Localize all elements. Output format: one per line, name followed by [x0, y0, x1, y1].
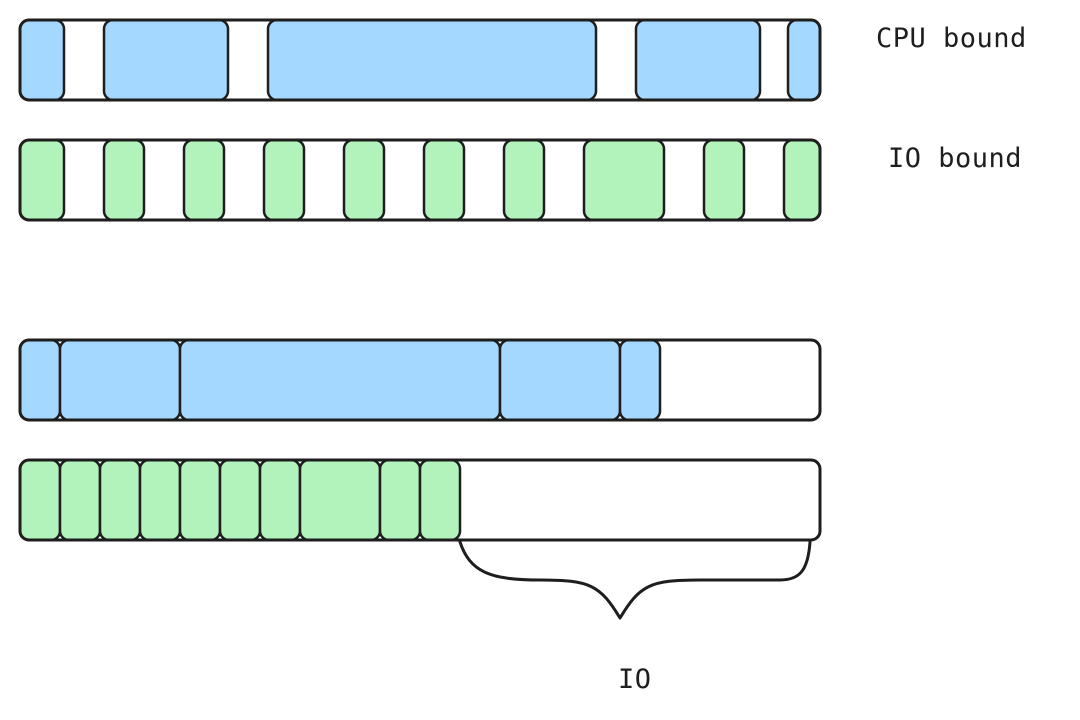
io-work-segment-8	[582, 138, 666, 222]
io-bound-label: IO bound	[888, 143, 1022, 174]
io-work-segment-7	[258, 458, 302, 542]
io-work-segment-7	[502, 138, 546, 222]
io-work-segment-9	[378, 458, 422, 542]
io-work-segment-9	[702, 138, 746, 222]
io-work-segment-2	[102, 138, 146, 222]
cpu-work-segment-4	[498, 338, 622, 422]
io-work-segment-3	[98, 458, 142, 542]
cpu-bound-timeline	[18, 18, 822, 102]
timeline-rows	[18, 18, 822, 542]
io-work-segment-6	[218, 458, 262, 542]
io-concurrent-timeline	[18, 458, 822, 542]
cpu-work-segment-2	[58, 338, 182, 422]
cpu-work-segment-5	[618, 338, 662, 422]
cpu-work-segment-4	[634, 18, 762, 102]
cpu-work-segment-5	[786, 18, 822, 102]
io-bound-timeline	[18, 138, 822, 222]
io-work-segment-4	[138, 458, 182, 542]
io-work-segment-6	[422, 138, 466, 222]
timeline-outline	[18, 18, 822, 102]
cpu-work-segment-1	[18, 18, 66, 102]
cpu-work-segment-2	[102, 18, 230, 102]
io-work-segment-3	[182, 138, 226, 222]
io-work-segment-4	[262, 138, 306, 222]
cpu-concurrent-timeline	[18, 338, 822, 422]
io-work-segment-5	[178, 458, 222, 542]
io-work-segment-10	[418, 458, 462, 542]
io-work-segment-5	[342, 138, 386, 222]
timeline-outline	[18, 458, 822, 542]
cpu-bound-label: CPU bound	[876, 23, 1027, 54]
io-work-segment-10	[782, 138, 822, 222]
io-work-segment-8	[298, 458, 382, 542]
cpu-work-segment-3	[266, 18, 598, 102]
io-work-segment-1	[18, 138, 66, 222]
io-brace-label: IO	[618, 664, 652, 695]
io-wait-brace	[458, 540, 812, 620]
timeline-outline	[18, 138, 822, 222]
io-work-segment-2	[58, 458, 102, 542]
cpu-work-segment-3	[178, 338, 502, 422]
timeline-outline	[18, 338, 822, 422]
io-work-segment-1	[18, 458, 62, 542]
cpu-work-segment-1	[18, 338, 62, 422]
